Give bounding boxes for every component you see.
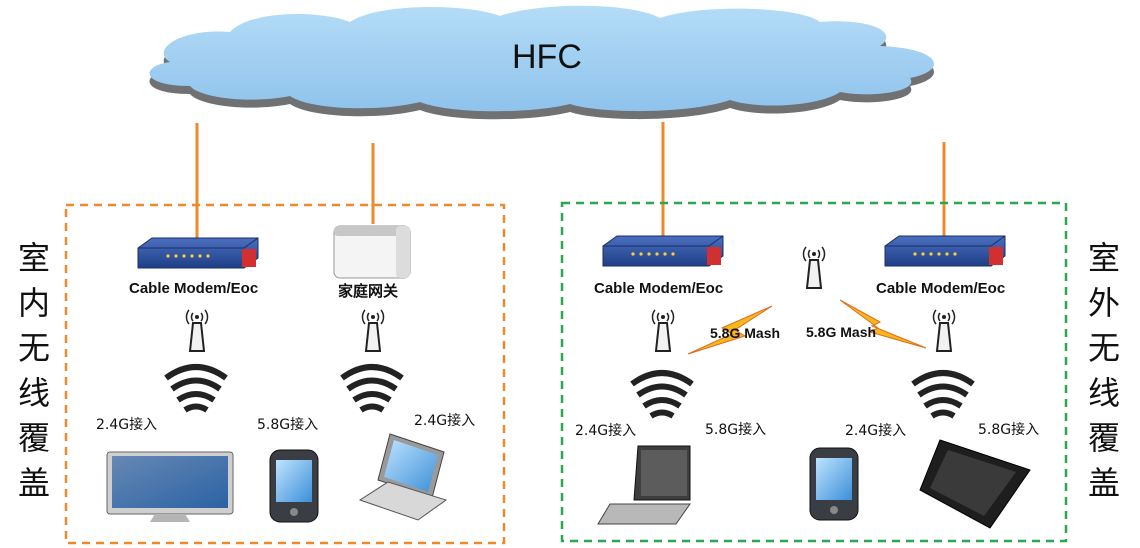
lightning-icon [687, 305, 773, 355]
modem-icon [602, 235, 724, 267]
wifi-signal-icon [632, 373, 692, 416]
antenna-icon [932, 309, 956, 352]
tablet-icon [919, 439, 1031, 529]
mesh-left-label: 5.8G Mash [710, 325, 781, 341]
indoor-band-middle: 5.8G接入 [257, 417, 319, 433]
indoor-modem-label: Cable Modem/Eoc [129, 280, 259, 297]
indoor-band-left: 2.4G接入 [96, 417, 158, 433]
lightning-icon [839, 299, 927, 349]
modem-icon [884, 235, 1006, 267]
antenna-icon [185, 309, 209, 352]
indoor-coverage-box [64, 203, 506, 545]
antenna-icon [651, 309, 675, 352]
mesh-right-label: 5.8G Mash [806, 324, 877, 340]
cloud-label: HFC [512, 38, 582, 76]
phone-icon [269, 449, 319, 523]
antenna-icon [802, 246, 826, 289]
outdoor-coverage-box [560, 201, 1068, 543]
laptop-icon [597, 445, 691, 525]
outdoor-band-b: 5.8G接入 [705, 422, 767, 438]
outdoor-modem-right-label: Cable Modem/Eoc [876, 280, 1006, 297]
wifi-signal-icon [166, 367, 226, 410]
phone-icon [809, 447, 859, 521]
outdoor-band-d: 5.8G接入 [978, 422, 1040, 438]
modem-icon [137, 237, 259, 269]
wifi-signal-icon [913, 373, 973, 416]
gateway-label: 家庭网关 [338, 283, 399, 300]
gateway-icon [333, 225, 411, 279]
laptop-icon [358, 433, 448, 521]
outdoor-modem-left-label: Cable Modem/Eoc [594, 280, 724, 297]
indoor-title: 室内无线覆盖 [17, 239, 50, 502]
wifi-signal-icon [342, 367, 402, 410]
indoor-band-right: 2.4G接入 [414, 413, 476, 429]
antenna-icon [361, 309, 385, 352]
imac-icon [106, 451, 234, 522]
cloud-icon [149, 5, 934, 120]
outdoor-band-a: 2.4G接入 [575, 423, 637, 439]
cable-lines [195, 122, 946, 247]
outdoor-band-c: 2.4G接入 [845, 423, 907, 439]
outdoor-title: 室外无线覆盖 [1087, 239, 1120, 502]
